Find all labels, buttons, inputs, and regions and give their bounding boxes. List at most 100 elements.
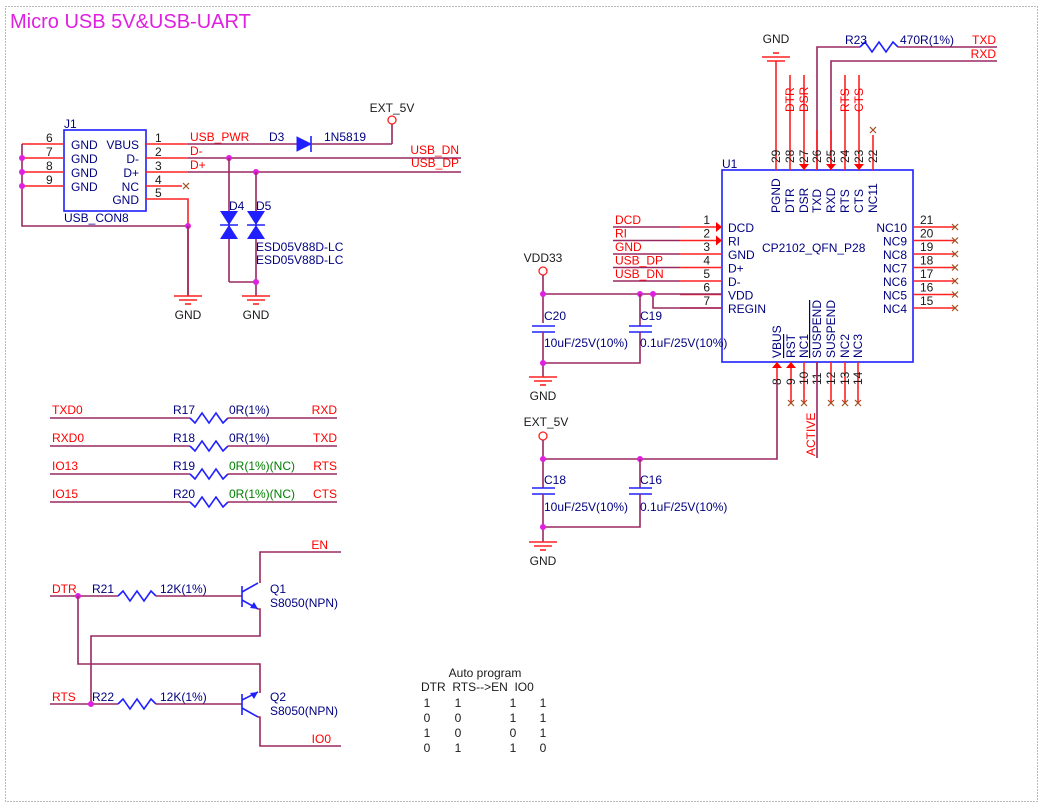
no-connect-icon	[951, 277, 959, 285]
net-label-txd: TXD	[972, 33, 996, 47]
table-cell: 1	[424, 726, 431, 740]
j1-pin-name: D-	[126, 152, 139, 166]
input-arrow-icon	[716, 222, 722, 232]
j1-pin-name: NC	[122, 180, 140, 194]
resistor-icon	[189, 411, 229, 425]
j1-pin-name: GND	[71, 152, 98, 166]
net-label-dtr: DTR	[52, 582, 77, 596]
no-connect-icon	[951, 223, 959, 231]
q2-ref: Q2	[270, 690, 286, 704]
j1-pin-name: GND	[112, 193, 139, 207]
u1-pin-name: NC1	[797, 334, 811, 358]
npn-arrow-icon	[250, 692, 258, 699]
q2-part: S8050(NPN)	[270, 704, 338, 718]
auto-program-circuit: EN DTR R21 12K(1%) Q1 S8050(NPN) RTS R22…	[50, 538, 341, 747]
d4-d5-esd: D4 D5 ESD05V88D-LC ESD05V88D-LC GND	[220, 158, 344, 322]
d3-diode: EXT_5V D3 1N5819	[188, 101, 414, 152]
u1-pin-name: DTR	[783, 188, 797, 213]
net-label-rxd: RXD	[971, 47, 997, 61]
resistor-value: 0R(1%)	[229, 431, 270, 445]
table-cell: 1	[510, 741, 517, 755]
u1-ref: U1	[722, 157, 738, 171]
u1-pin-name: NC3	[851, 334, 865, 358]
u1-pin-name: NC4	[883, 302, 907, 316]
u1-pin-name: REGIN	[728, 302, 766, 316]
u1-pin-name: NC7	[883, 262, 907, 276]
u1-pin-num: 23	[852, 149, 866, 163]
u1-pin-num: 25	[824, 149, 838, 163]
resistor-value: 0R(1%)	[229, 403, 270, 417]
j1-pin-num: 1	[155, 131, 162, 145]
net-label-usb-dp: USB_DP	[411, 156, 459, 170]
no-connect-icon	[869, 126, 877, 134]
u1-pin-name: RI	[728, 235, 740, 249]
j1-pin-num: 2	[155, 145, 162, 159]
r23-ref: R23	[845, 33, 867, 47]
u1-pin-num: 5	[703, 267, 710, 281]
j1-pin-name: GND	[71, 180, 98, 194]
c19-value: 0.1uF/25V(10%)	[640, 336, 727, 350]
table-title: Auto program	[449, 666, 522, 680]
u1-bottom-pin: 13 NC2	[838, 334, 852, 407]
u1-pin-name: NC2	[838, 334, 852, 358]
u1-pin-name: PGND	[769, 178, 783, 213]
sheet-border	[5, 6, 1038, 802]
u1-pin-name: DCD	[728, 221, 754, 235]
u1-pin-num: 24	[838, 149, 852, 163]
r21-value: 12K(1%)	[160, 582, 207, 596]
d5-ref: D5	[256, 199, 272, 213]
u1-pin-num: 27	[797, 149, 811, 163]
u1-pin-num: 12	[824, 371, 838, 385]
u1-pin-num: 13	[838, 371, 852, 385]
u1-pin-num: 7	[703, 294, 710, 308]
input-arrow-icon	[799, 164, 809, 170]
resistor-icon	[189, 439, 229, 453]
j1-pin-num: 9	[46, 173, 53, 187]
u1-part: CP2102_QFN_P28	[762, 241, 866, 255]
power-port-icon	[538, 266, 548, 276]
u1-left-pin: 5D-USB_DN	[613, 267, 741, 289]
j1-pin-name: D+	[123, 166, 139, 180]
u1-net-label: CTS	[852, 88, 866, 112]
j1-pin-num: 8	[46, 159, 53, 173]
r22-ref: R22	[92, 690, 114, 704]
no-connect-icon	[787, 399, 795, 407]
power-port-icon	[387, 115, 397, 125]
u1-pin-name: DSR	[797, 187, 811, 213]
ext5v-label: EXT_5V	[524, 415, 569, 429]
resistor-left-net: IO13	[52, 459, 78, 473]
gnd-symbol: GND	[174, 226, 202, 322]
table-cell: 1	[424, 696, 431, 710]
u1-pin-num: 26	[810, 149, 824, 163]
j1-pin-num: 3	[155, 159, 162, 173]
resistor-left-net: IO15	[52, 487, 78, 501]
u1-pin-name: CTS	[852, 189, 866, 213]
table-cell: 1	[510, 696, 517, 710]
j1-pin-name: GND	[71, 138, 98, 152]
no-connect-icon	[951, 264, 959, 271]
gnd-symbol: GND	[762, 32, 790, 75]
resistor-icon	[189, 495, 229, 509]
tvs-diode-icon	[247, 211, 265, 225]
net-label-dplus: D+	[190, 158, 206, 172]
d5-part: ESD05V88D-LC	[256, 253, 344, 267]
no-connect-icon	[951, 237, 959, 244]
u1-pin-num: 20	[920, 227, 934, 241]
u1-pin-name: D+	[728, 262, 744, 276]
